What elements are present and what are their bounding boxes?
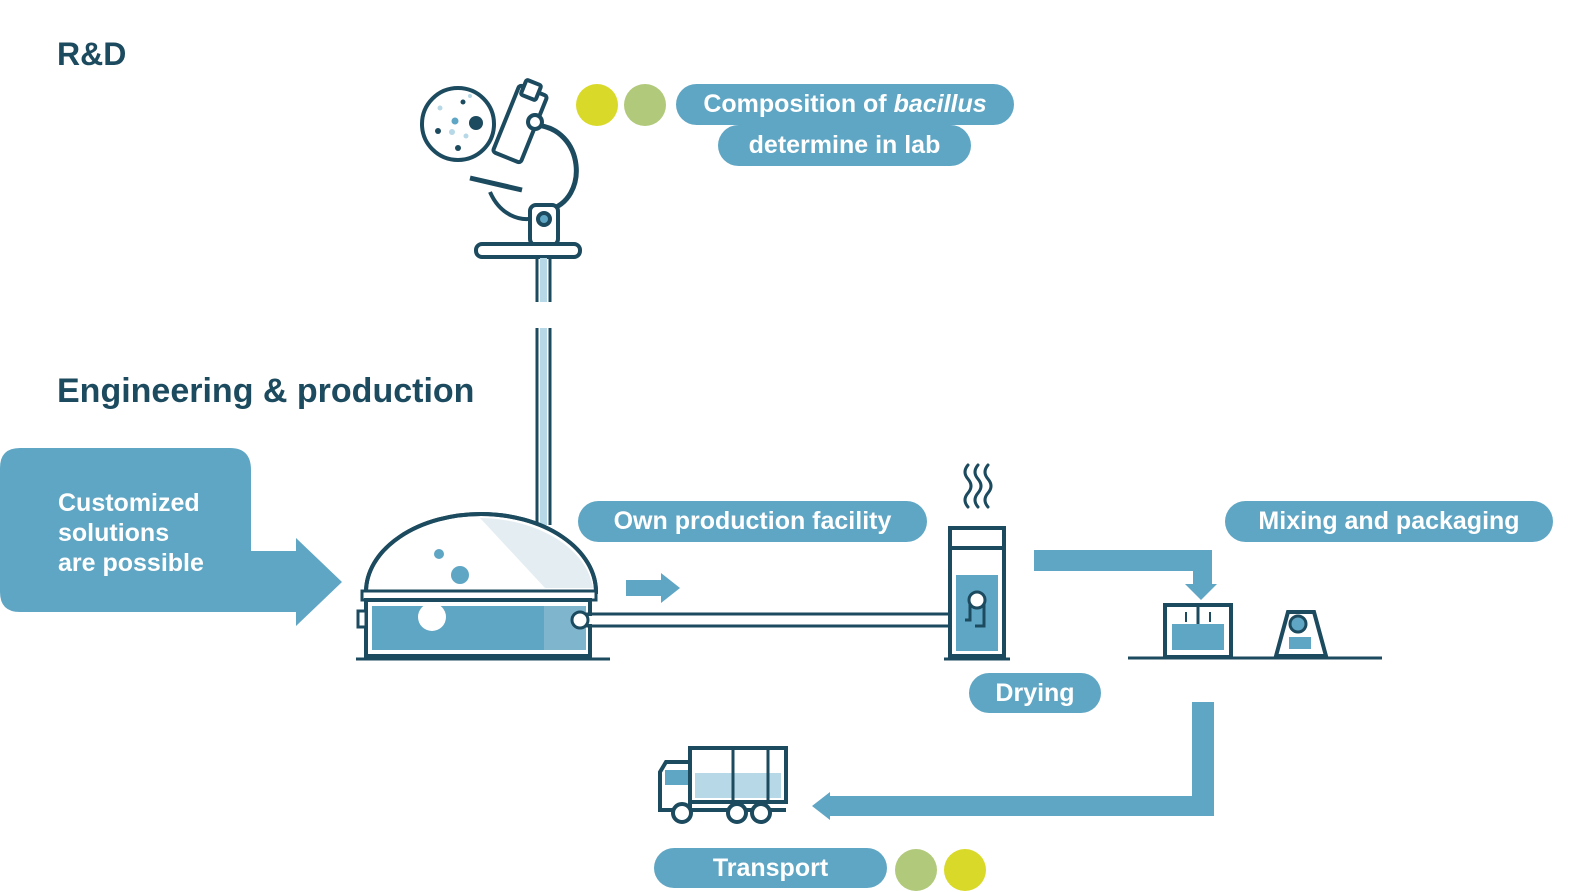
flow-arrow-to-transport: [812, 702, 1214, 820]
connector-pipe-vertical: [531, 258, 558, 547]
status-dot-yellow: [576, 84, 618, 126]
drying-label: Drying: [969, 673, 1101, 713]
drying-text: Drying: [995, 678, 1075, 707]
custom-solutions-arrow: [0, 448, 342, 626]
composition-italic: bacillus: [893, 90, 987, 118]
custom-solutions-text: Customized solutions are possible: [58, 488, 258, 578]
mixing-packaging-label: Mixing and packaging: [1225, 501, 1553, 542]
custom-line-2: solutions: [58, 519, 170, 547]
engineering-heading: Engineering & production: [57, 372, 475, 410]
transport-label: Transport: [654, 848, 887, 888]
petri-dish-icon: [420, 86, 496, 162]
own-production-text: Own production facility: [613, 507, 892, 535]
determine-in-lab-label: determine in lab: [718, 125, 971, 166]
custom-line-3: are possible: [58, 549, 204, 577]
mixer-icon: [1163, 603, 1233, 659]
status-dot-green: [624, 84, 666, 126]
truck-icon: [658, 746, 788, 824]
packaging-icon: [1273, 610, 1329, 658]
determine-in-lab-text: determine in lab: [748, 131, 941, 159]
status-dot-green: [895, 849, 937, 891]
own-production-label: Own production facility: [578, 501, 927, 542]
microscope-icon: [469, 78, 582, 259]
flow-arrow-to-mixing: [1034, 550, 1217, 600]
dryer-icon: [944, 526, 1010, 661]
connector-pipe-horizontal: [570, 610, 982, 630]
custom-line-1: Customized: [58, 489, 200, 517]
composition-label: Composition of bacillus: [676, 84, 1014, 125]
composition-prefix: Composition of: [703, 90, 894, 118]
mixing-packaging-text: Mixing and packaging: [1258, 507, 1520, 535]
status-dot-yellow: [944, 849, 986, 891]
transport-text: Transport: [712, 853, 829, 882]
bioreactor-icon: [356, 512, 610, 661]
rd-heading: R&D: [57, 36, 127, 72]
flow-arrow-small: [626, 573, 680, 603]
steam-icon: [963, 463, 993, 509]
